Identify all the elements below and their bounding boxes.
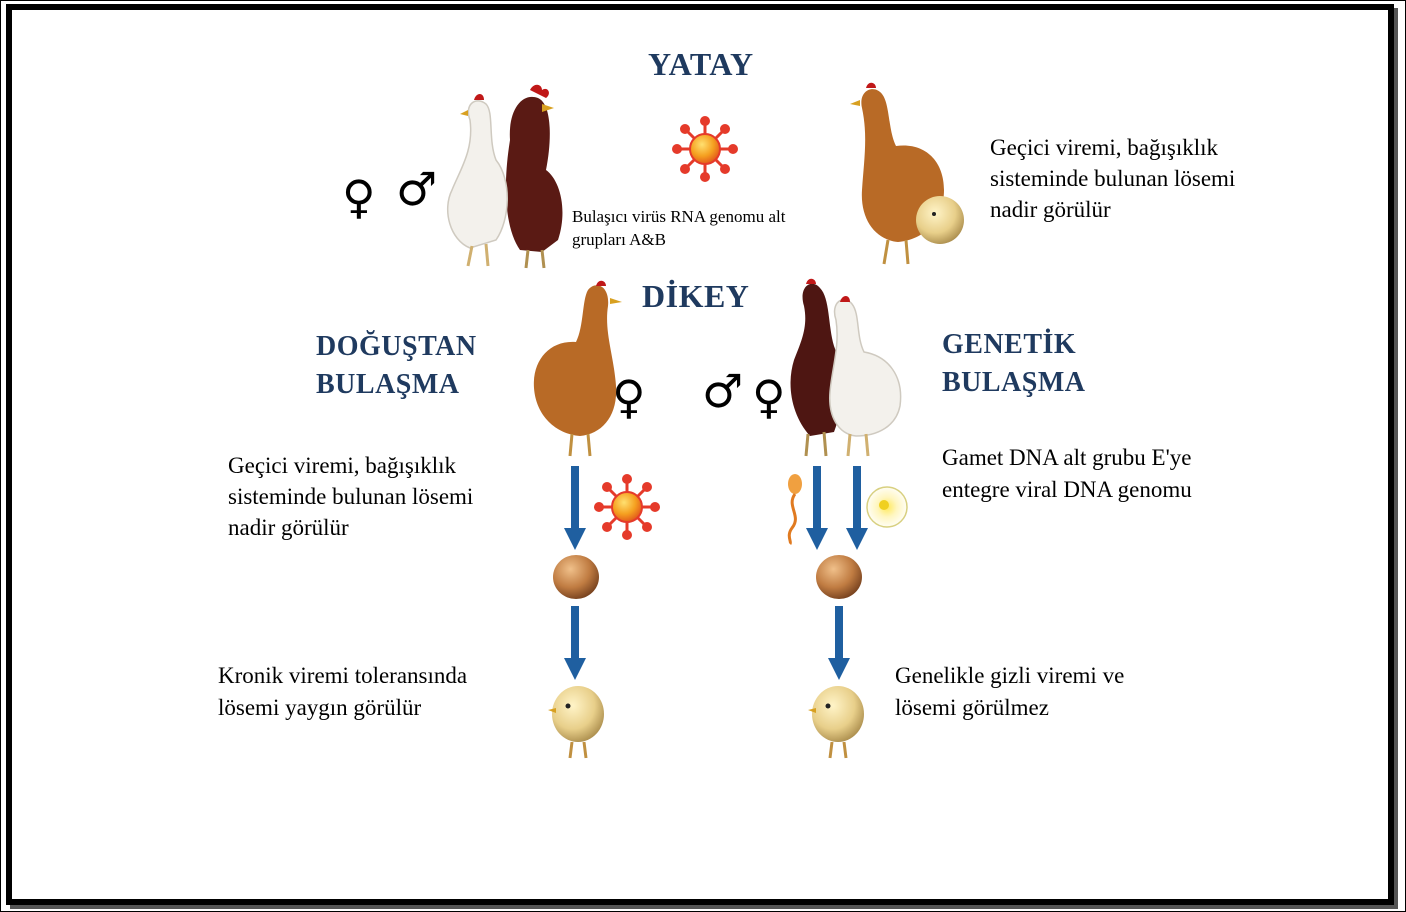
heading-congenital-line2: BULAŞMA — [316, 366, 477, 404]
heading-congenital-line1: DOĞUŞTAN — [316, 328, 477, 366]
female-symbol-genetic: ♀ — [752, 370, 786, 424]
text-line: Gamet DNA alt grubu E'ye — [942, 442, 1192, 474]
rooster-icon — [506, 85, 563, 268]
heading-genetic-line1: GENETİK — [942, 326, 1086, 364]
text-line: Geçici viremi, bağışıklık — [990, 132, 1235, 163]
egg-icon — [551, 552, 601, 602]
text-line: sisteminde bulunan lösemi — [228, 481, 473, 512]
virus-label: Bulaşıcı virüs RNA genomu alt grupları A… — [572, 205, 785, 251]
top-right-hen-with-chick — [848, 80, 972, 270]
text-line: Kronik viremi toleransında — [218, 660, 467, 692]
congenital-viremia-text: Geçici viremi, bağışıklık sisteminde bul… — [228, 450, 473, 543]
female-symbol-top: ♀ — [342, 170, 376, 224]
text-line: entegre viral DNA genomu — [942, 474, 1192, 506]
text-line: lösemi görülmez — [895, 692, 1124, 724]
text-line: sisteminde bulunan lösemi — [990, 163, 1235, 194]
egg-icon — [814, 552, 864, 602]
chick-icon — [916, 196, 964, 244]
top-chicken-pair — [430, 80, 570, 270]
heading-congenital: DOĞUŞTAN BULAŞMA — [316, 328, 477, 404]
white-hen-icon — [448, 94, 508, 266]
congenital-outcome-text: Kronik viremi toleransında lösemi yaygın… — [218, 660, 467, 724]
chick-icon — [808, 680, 868, 762]
virus-icon — [672, 116, 738, 182]
heading-genetic-line2: BULAŞMA — [942, 364, 1086, 402]
text-line: nadir görülür — [990, 194, 1235, 225]
down-arrow-icon — [560, 604, 590, 684]
text-line: Genelikle gizli viremi ve — [895, 660, 1124, 692]
down-arrow-icon — [802, 464, 832, 554]
heading-vertical: DİKEY — [642, 278, 749, 315]
male-symbol-genetic: ♂ — [702, 364, 743, 418]
genetic-desc-text: Gamet DNA alt grubu E'ye entegre viral D… — [942, 442, 1192, 506]
heading-genetic: GENETİK BULAŞMA — [942, 326, 1086, 402]
white-hen-icon — [830, 296, 901, 456]
text-line: Bulaşıcı virüs RNA genomu alt — [572, 205, 785, 228]
heading-horizontal: YATAY — [648, 46, 754, 83]
down-arrow-icon — [824, 604, 854, 684]
chick-icon — [548, 680, 608, 762]
hen-icon — [534, 281, 622, 456]
text-line: Geçici viremi, bağışıklık — [228, 450, 473, 481]
congenital-hen — [526, 276, 630, 460]
down-arrow-icon — [560, 464, 590, 554]
down-arrow-icon — [842, 464, 872, 554]
text-line: lösemi yaygın görülür — [218, 692, 467, 724]
virus-icon — [594, 474, 660, 540]
genetic-outcome-text: Genelikle gizli viremi ve lösemi görülme… — [895, 660, 1124, 724]
text-line: grupları A&B — [572, 228, 785, 251]
genetic-chicken-pair — [784, 276, 908, 460]
horizontal-result-text: Geçici viremi, bağışıklık sisteminde bul… — [990, 132, 1235, 225]
text-line: nadir görülür — [228, 512, 473, 543]
